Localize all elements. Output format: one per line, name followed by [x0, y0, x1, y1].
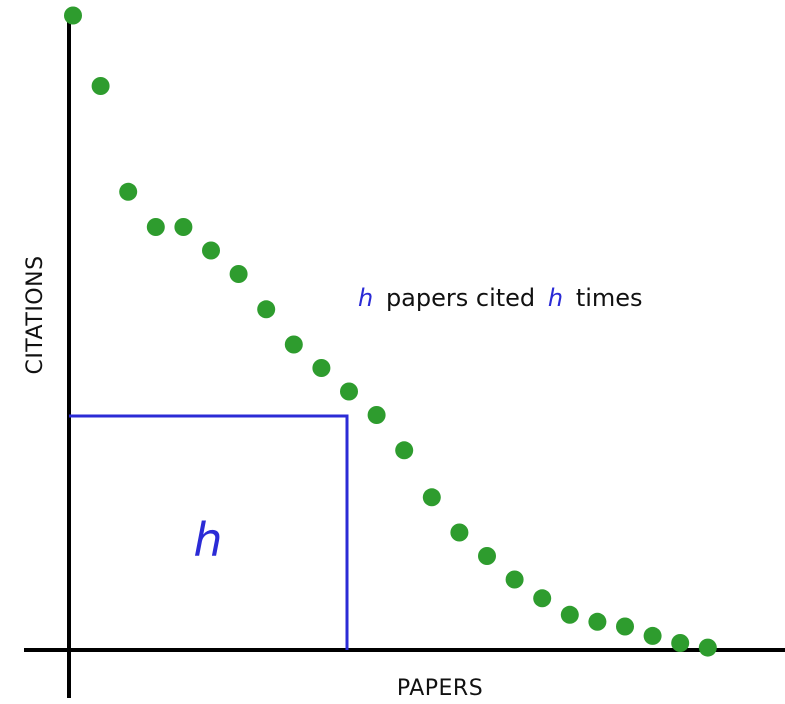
citation-point	[505, 570, 524, 589]
h-index-box	[69, 414, 349, 650]
citation-point	[340, 382, 358, 401]
citation-point	[64, 6, 82, 25]
citation-point	[671, 634, 690, 652]
citation-point	[146, 218, 165, 236]
citation-point	[533, 589, 552, 608]
annotation-h-2: h	[548, 284, 563, 312]
citation-point	[312, 359, 331, 377]
citation-point	[478, 547, 496, 565]
citation-point	[698, 638, 717, 657]
citation-point	[284, 335, 303, 354]
y-axis-label: CITATIONS	[23, 255, 48, 374]
citation-point	[643, 626, 662, 645]
citation-point	[450, 523, 469, 542]
citation-point	[395, 441, 414, 460]
citation-point	[229, 265, 248, 283]
x-axis-label: PAPERS	[397, 676, 483, 701]
citation-point	[616, 617, 634, 636]
citation-point	[119, 182, 138, 201]
citation-point	[91, 77, 110, 95]
citation-point	[422, 488, 441, 507]
h-area-label: h	[193, 513, 222, 567]
citation-point	[588, 612, 607, 631]
citation-point	[174, 218, 193, 236]
citation-point	[257, 300, 276, 319]
citation-point	[367, 406, 386, 424]
h-index-annotation: h papers cited h times	[358, 284, 643, 312]
citation-point	[202, 241, 220, 260]
annotation-h-1: h	[358, 284, 373, 312]
citation-points	[64, 6, 717, 657]
annotation-text-1: papers cited	[378, 284, 542, 312]
annotation-text-2: times	[568, 284, 642, 312]
citation-point	[560, 605, 579, 624]
